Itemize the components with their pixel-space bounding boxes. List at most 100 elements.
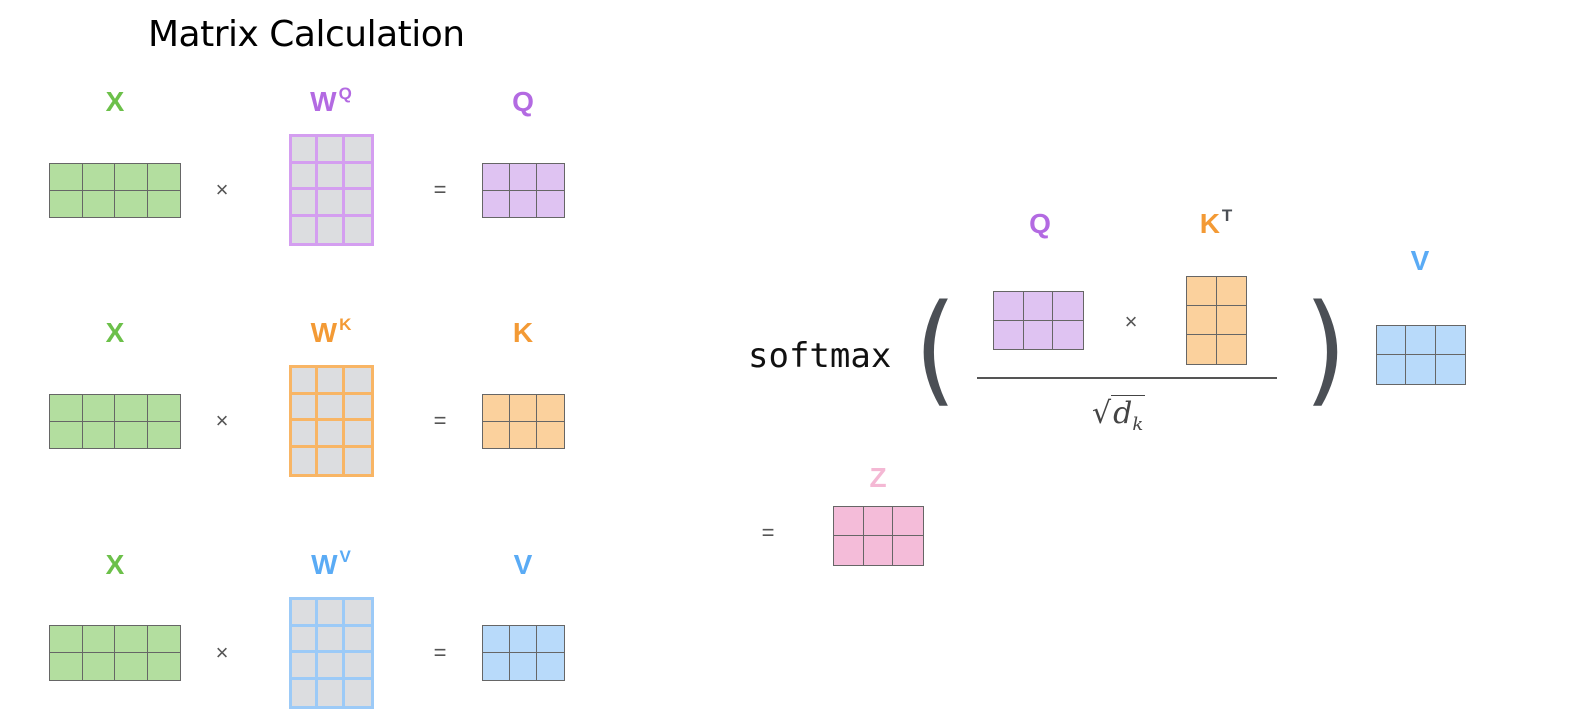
q-matrix: [482, 163, 565, 218]
matrix-cell: [318, 653, 345, 680]
matrix-cell: [292, 653, 319, 680]
fraction-line: [977, 377, 1277, 379]
matrix-cell: [483, 164, 510, 191]
matrix-cell: [115, 164, 148, 191]
transpose-superscript: T: [1221, 206, 1233, 225]
matrix-cell: [292, 137, 319, 164]
softmax-text: softmax: [748, 336, 892, 376]
matrix-cell: [994, 292, 1024, 321]
matrix-cell: [50, 190, 83, 217]
wv-matrix: [289, 597, 374, 709]
matrix-cell: [292, 216, 319, 243]
matrix-cell: [82, 421, 115, 448]
x-matrix-2: [49, 394, 181, 449]
matrix-cell: [50, 653, 83, 680]
x-label-1: X: [105, 86, 125, 117]
matrix-cell: [510, 190, 537, 217]
matrix-cell: [292, 600, 319, 627]
matrix-cell: [147, 395, 180, 422]
matrix-cell: [1216, 306, 1246, 335]
matrix-cell: [1406, 326, 1436, 355]
matrix-cell: [82, 653, 115, 680]
matrix-cell: [292, 368, 319, 395]
matrix-cell: [1023, 292, 1054, 321]
matrix-cell: [147, 653, 180, 680]
matrix-cell: [292, 190, 319, 217]
matrix-cell: [292, 447, 319, 474]
matrix-cell: [344, 421, 371, 448]
k-subscript: k: [1132, 414, 1144, 435]
matrix-cell: [50, 164, 83, 191]
v-matrix: [482, 625, 565, 681]
z-matrix: [833, 506, 924, 566]
equals-sign: =: [433, 640, 447, 665]
formula-kt-matrix: [1186, 276, 1247, 365]
matrix-cell: [50, 395, 83, 422]
x-matrix-3: [49, 625, 181, 681]
matrix-cell: [82, 626, 115, 653]
equals-sign: =: [433, 177, 447, 202]
w-superscript: Q: [338, 84, 352, 103]
matrix-cell: [537, 395, 564, 422]
matrix-cell: [147, 164, 180, 191]
x-label-3: X: [105, 549, 125, 580]
matrix-cell: [318, 421, 345, 448]
matrix-cell: [1187, 277, 1217, 306]
matrix-cell: [292, 394, 319, 421]
matrix-cell: [344, 163, 371, 190]
matrix-cell: [1216, 335, 1246, 364]
sqrt-sign: √: [1092, 396, 1112, 431]
matrix-cell: [147, 190, 180, 217]
matrix-cell: [510, 421, 537, 448]
matrix-cell: [834, 536, 864, 565]
matrix-cell: [344, 368, 371, 395]
matrix-cell: [344, 600, 371, 627]
v-label: V: [513, 549, 533, 580]
matrix-cell: [1435, 355, 1465, 384]
close-paren: ): [1304, 280, 1347, 419]
matrix-cell: [115, 626, 148, 653]
wq-matrix: [289, 134, 374, 246]
x-matrix-1: [49, 163, 181, 218]
matrix-cell: [537, 626, 564, 653]
matrix-cell: [1023, 320, 1054, 349]
open-paren: (: [914, 280, 957, 419]
matrix-cell: [344, 626, 371, 653]
formula-v-label: V: [1410, 245, 1430, 276]
matrix-cell: [537, 164, 564, 191]
times-sign: ×: [215, 177, 229, 202]
w-label: W: [310, 317, 338, 348]
k-matrix: [482, 394, 565, 449]
matrix-cell: [318, 190, 345, 217]
w-label: W: [311, 549, 338, 580]
times-sign: ×: [215, 408, 229, 433]
matrix-cell: [893, 507, 923, 536]
q-label: Q: [512, 86, 534, 117]
matrix-cell: [82, 164, 115, 191]
matrix-cell: [1377, 355, 1407, 384]
matrix-cell: [115, 653, 148, 680]
matrix-cell: [893, 536, 923, 565]
matrix-cell: [483, 190, 510, 217]
matrix-cell: [510, 626, 537, 653]
matrix-cell: [863, 536, 894, 565]
matrix-cell: [834, 507, 864, 536]
matrix-cell: [147, 626, 180, 653]
matrix-cell: [318, 394, 345, 421]
matrix-cell: [1216, 277, 1246, 306]
w-label: W: [310, 86, 337, 117]
sqrt-dk: √dk: [1092, 395, 1146, 435]
matrix-cell: [318, 216, 345, 243]
matrix-cell: [510, 395, 537, 422]
wk-matrix: [289, 365, 374, 477]
matrix-cell: [344, 137, 371, 164]
times-sign: ×: [215, 640, 229, 665]
matrix-cell: [292, 163, 319, 190]
matrix-cell: [344, 394, 371, 421]
matrix-cell: [115, 395, 148, 422]
